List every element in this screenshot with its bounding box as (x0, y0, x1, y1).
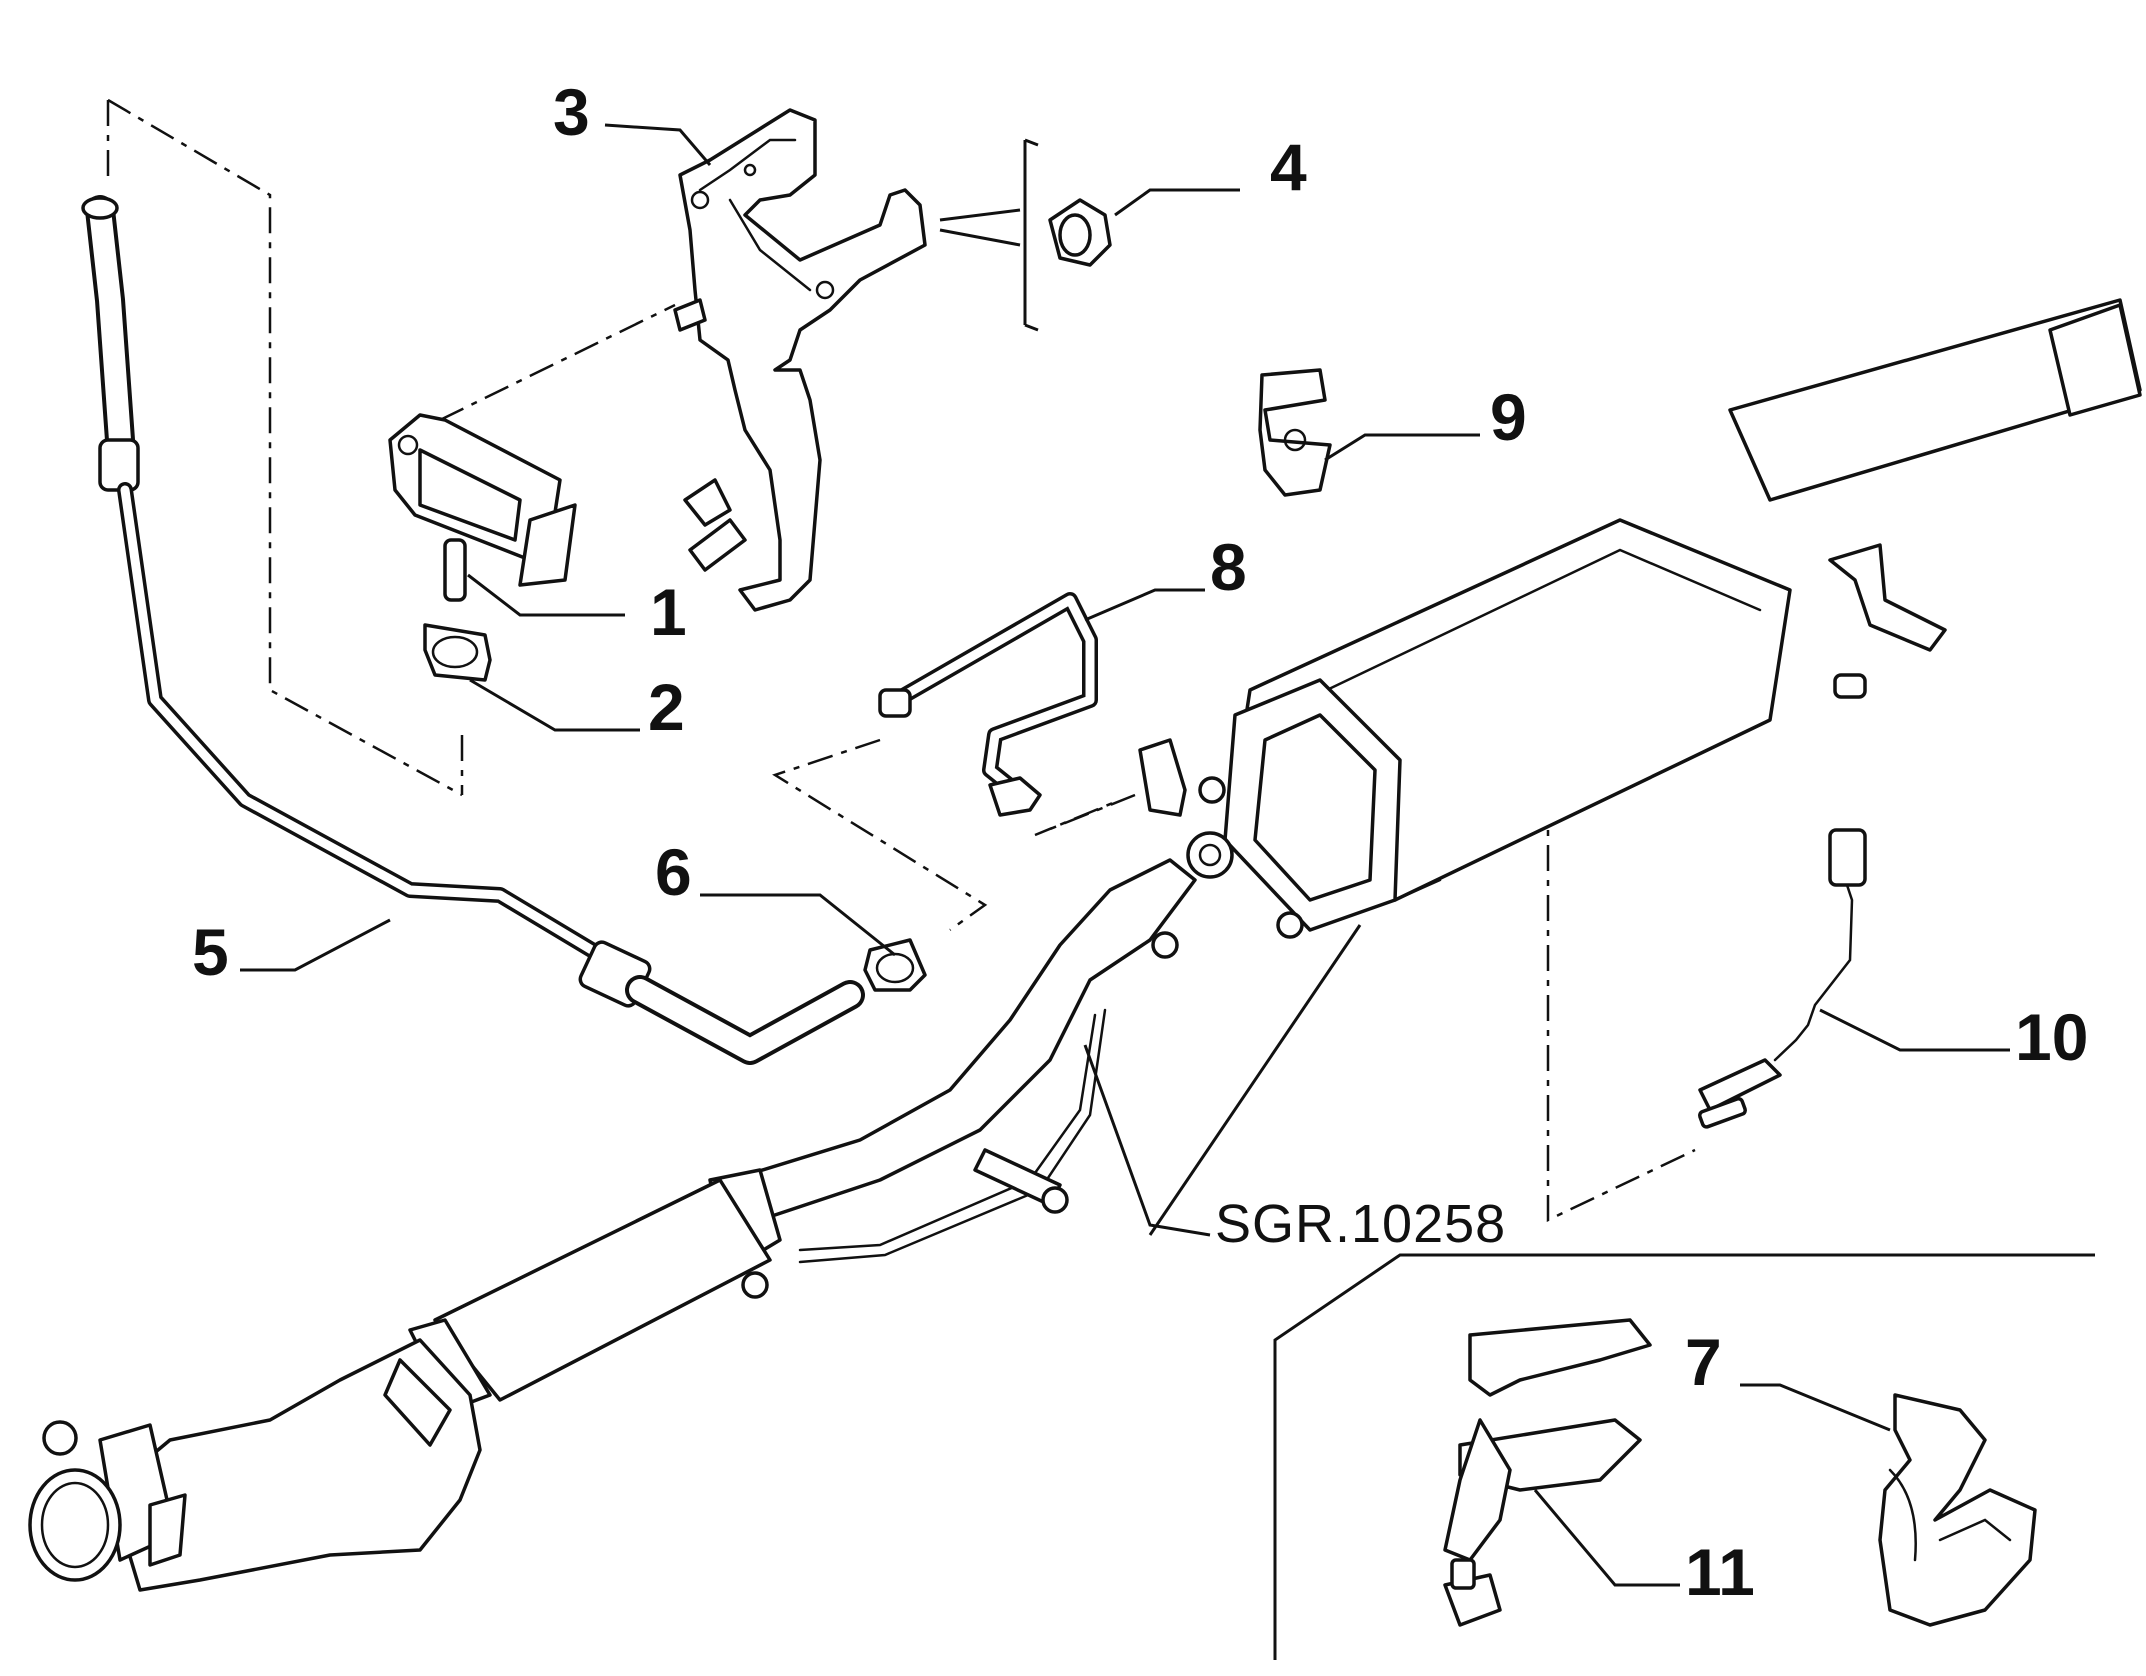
callout-3: 3 (553, 75, 590, 149)
exhaust-pipe-assembly (28, 298, 2142, 1592)
pipe-assembly (878, 592, 1098, 817)
callout-10: 10 (2015, 1000, 2088, 1074)
callout-6: 6 (655, 835, 692, 909)
leader-lines (240, 123, 2010, 1587)
callout-5: 5 (192, 915, 229, 989)
temperature-sensor (1697, 828, 1867, 1129)
bracket (673, 108, 927, 612)
detail-panel-frame (1273, 1253, 2095, 1660)
clamp-clip (1878, 1393, 2037, 1627)
support-clip (1258, 368, 1332, 497)
clip-bracket (1443, 1318, 1652, 1627)
callout-4: 4 (1270, 130, 1307, 204)
small-clamp (863, 938, 927, 992)
callout-1: 1 (650, 575, 687, 649)
callout-9: 9 (1490, 380, 1527, 454)
callout-8: 8 (1210, 530, 1247, 604)
callout-2: 2 (648, 670, 685, 744)
callout-7: 7 (1685, 1325, 1722, 1399)
callout-labels: 1 2 3 4 5 6 7 8 9 10 11 SGR.10258 (192, 75, 2088, 1609)
hose-pipe (81, 195, 865, 1065)
callout-11: 11 (1685, 1535, 1755, 1609)
clamp (423, 623, 492, 682)
nut (939, 138, 1112, 332)
pressure-sensor (388, 413, 577, 602)
reference-code: SGR.10258 (1215, 1194, 1506, 1254)
